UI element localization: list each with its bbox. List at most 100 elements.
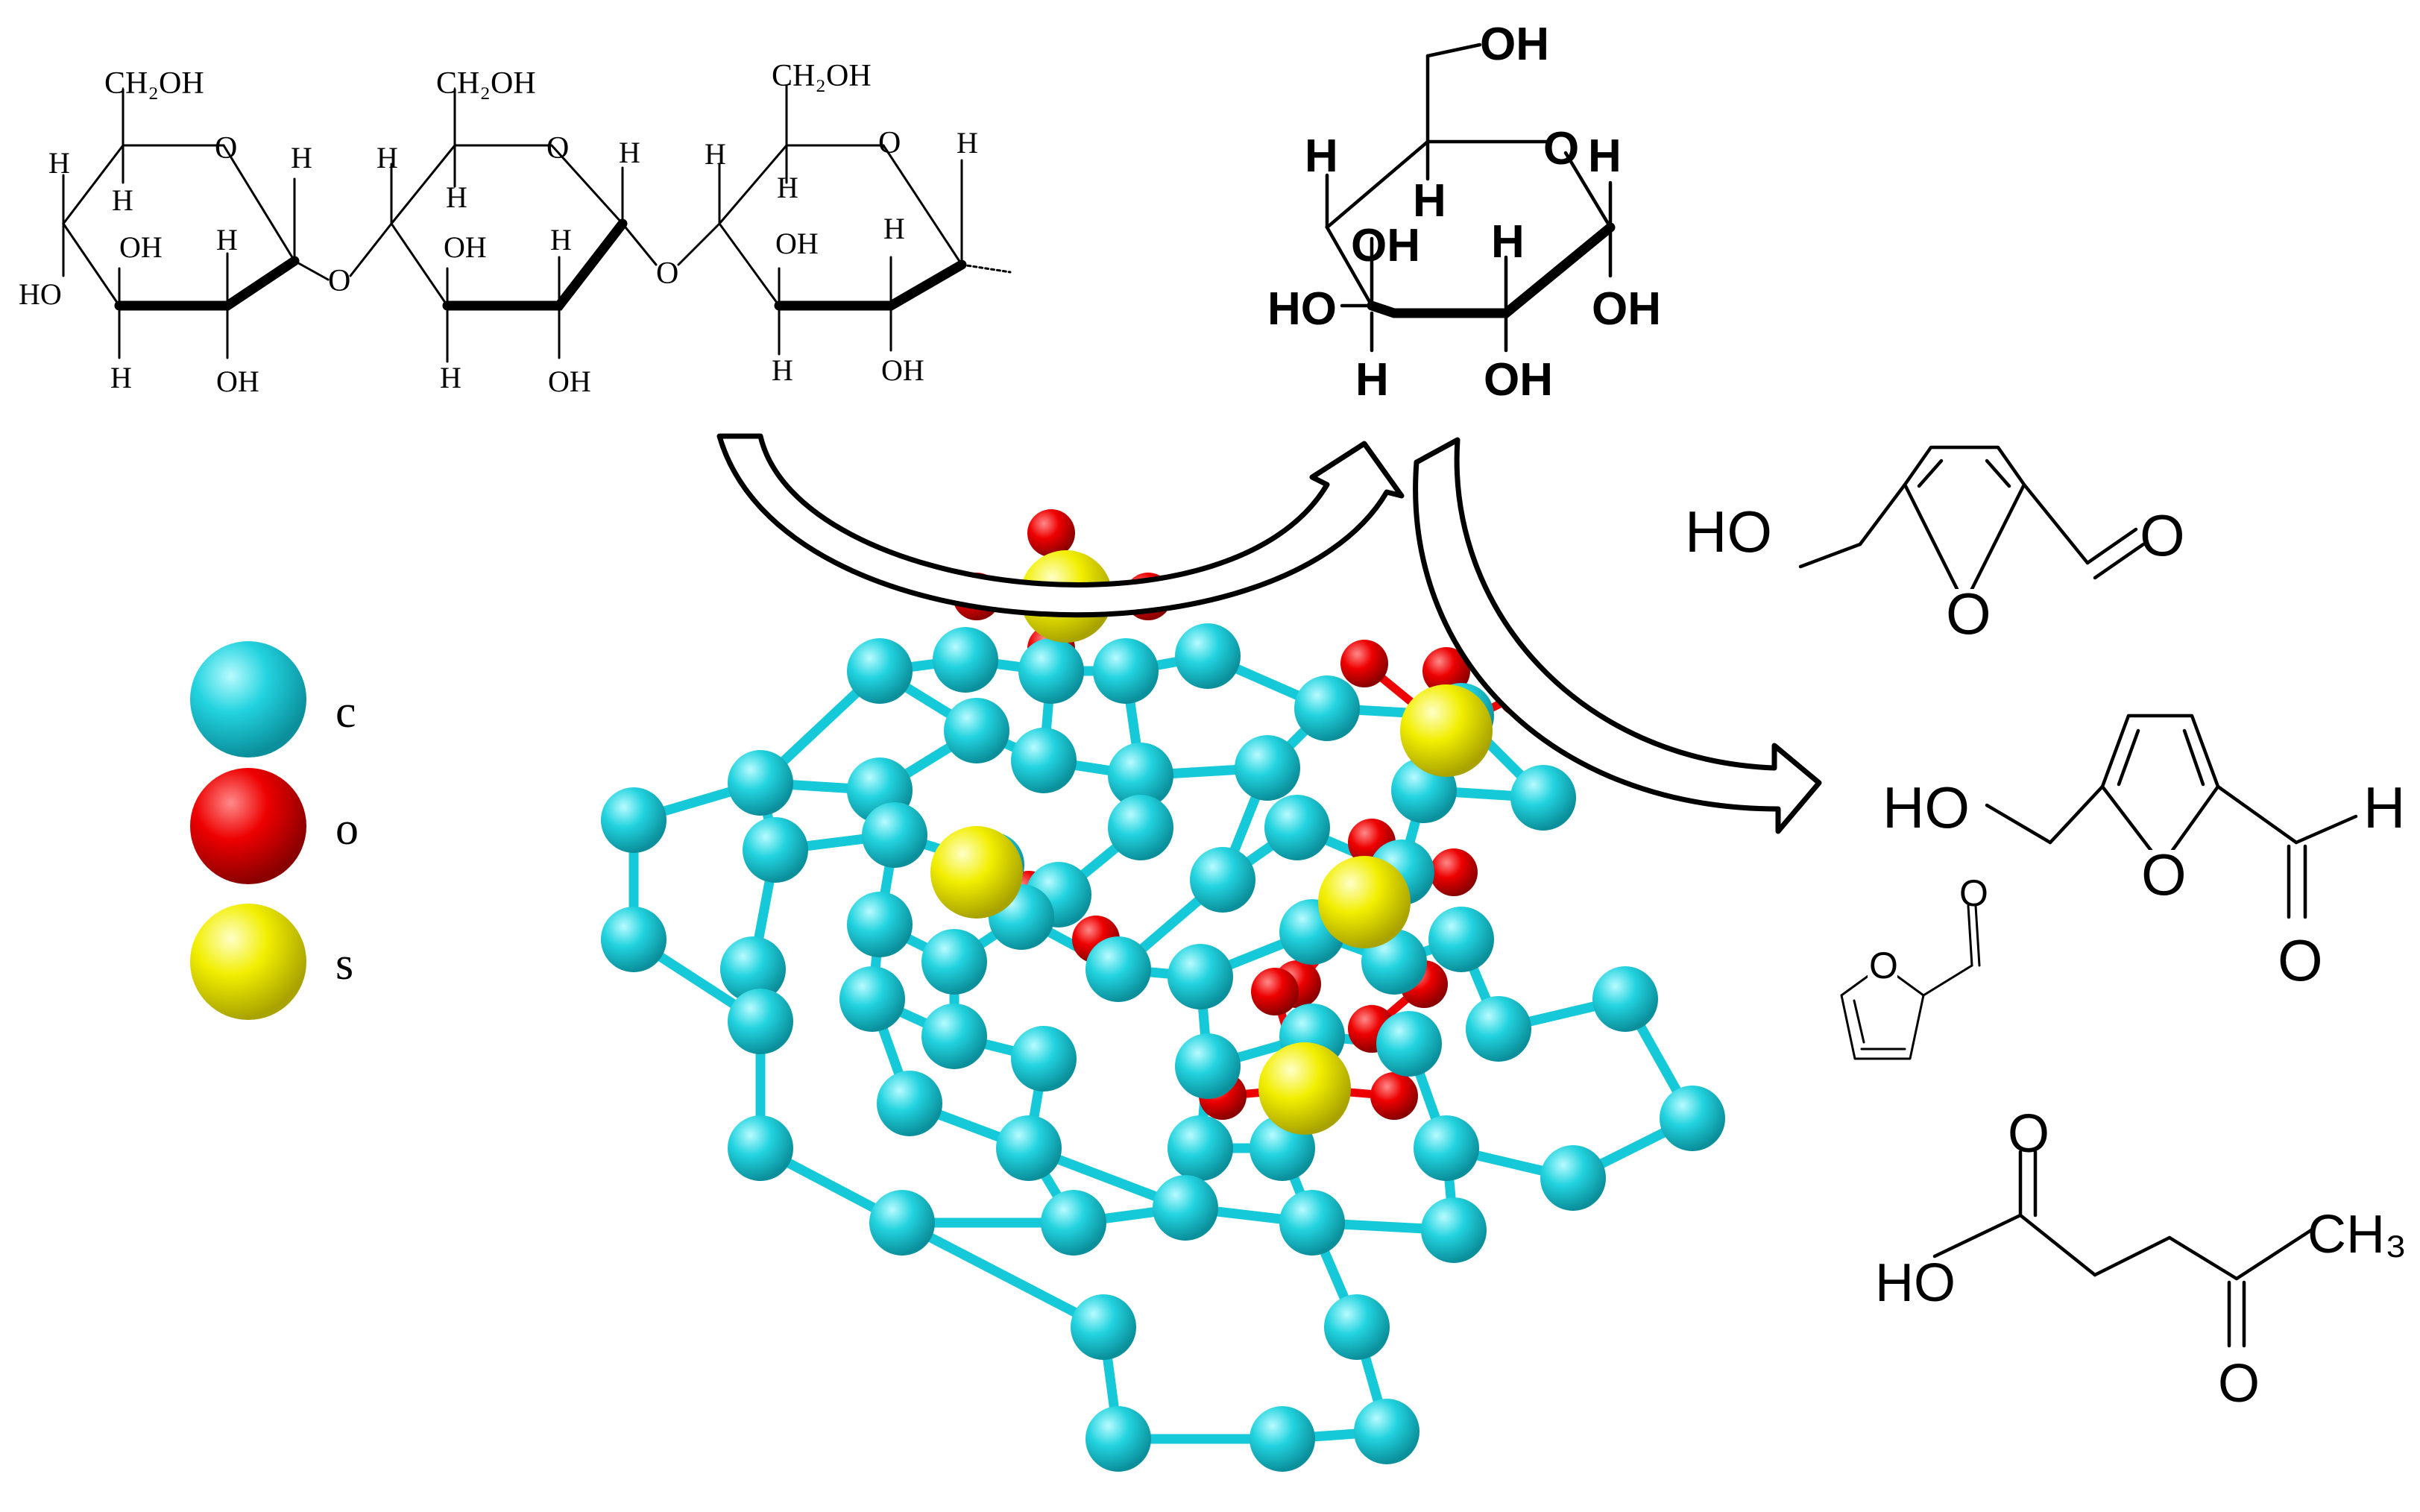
- cellulose-ring-1: [62, 88, 393, 359]
- levulinic-acid-structure: HO O CH₃ O: [1875, 1104, 2407, 1414]
- carbon-atom: [1428, 907, 1494, 972]
- ho-label: HO: [19, 277, 62, 311]
- sulfur-atom: [1400, 684, 1493, 777]
- carbon-atom: [1235, 735, 1300, 801]
- carbon-atom: [921, 929, 987, 995]
- carbon-atom: [1421, 1197, 1487, 1263]
- h-label: H: [291, 141, 312, 174]
- carbon-atom: [601, 907, 667, 972]
- oxygen-atom: [1251, 968, 1299, 1015]
- ring-o-label: O: [1543, 123, 1579, 174]
- h-label: H: [110, 361, 132, 394]
- reaction-arrows: [716, 433, 1822, 834]
- carbon-carbon-bond: [897, 1218, 1109, 1332]
- sulfur-atom: [1318, 856, 1411, 948]
- carbon-atom: [1085, 936, 1151, 1002]
- ketone-o-label: O: [2218, 1354, 2260, 1414]
- atoms: [601, 509, 1725, 1472]
- h-label: H: [1355, 354, 1389, 406]
- carbon-atom: [1294, 675, 1360, 741]
- ring-o-label: O: [2141, 842, 2187, 907]
- carbon-atom: [728, 1115, 793, 1181]
- carbon-atom: [1264, 795, 1330, 860]
- carbon-atom: [1250, 1406, 1315, 1472]
- ch2oh-label: CH₂OH: [104, 66, 204, 101]
- oxygen-atom: [1340, 640, 1388, 687]
- h-label: H: [957, 126, 978, 160]
- oh-label: OH: [775, 227, 819, 260]
- carbon-atom: [1175, 623, 1241, 689]
- sulfur-atom: [930, 826, 1023, 919]
- carbon-atom: [1153, 1175, 1218, 1241]
- furfural-structure: O O: [1840, 872, 1988, 1060]
- carbon-atom: [1324, 1294, 1390, 1360]
- oh-label: OH: [119, 230, 163, 264]
- carbon-atom: [728, 750, 793, 816]
- ho-label: HO: [1267, 283, 1337, 335]
- carbon-atom: [869, 1190, 935, 1256]
- carbon-atom: [1168, 1115, 1233, 1181]
- cellulose-chain-structure: CH₂OH O H H H OH H HO H OH O CH₂OH O H: [19, 59, 1012, 398]
- h-label: H: [112, 183, 133, 217]
- acid-o-label: O: [2008, 1104, 2049, 1164]
- carbon-atom: [933, 627, 998, 693]
- glycosidic-o-label: O: [328, 264, 350, 298]
- carbon-atom: [728, 989, 793, 1054]
- ch3-label: CH₃: [2307, 1205, 2407, 1264]
- carbon-atom: [720, 936, 786, 1002]
- carbon-atom: [1190, 847, 1255, 913]
- h-label: H: [1491, 216, 1525, 268]
- h-label: H: [1305, 130, 1338, 182]
- h-label: H: [550, 223, 572, 256]
- carbon-atom: [1414, 1115, 1479, 1181]
- ho-label: HO: [1882, 775, 1970, 840]
- aldehyde-h-label: H: [2363, 775, 2405, 840]
- legend-carbon-sphere: [190, 641, 306, 757]
- h-label: H: [705, 137, 726, 171]
- h-label: H: [446, 180, 467, 214]
- carbon-atom: [921, 1004, 987, 1069]
- carbon-atom: [877, 1071, 942, 1136]
- h-label: H: [619, 136, 640, 169]
- carbon-atom: [601, 787, 667, 853]
- oh-label: OH: [1351, 220, 1420, 271]
- h-label: H: [216, 223, 238, 256]
- hydrolysis-arrow: [716, 433, 1405, 618]
- aldehyde-o-label: O: [2278, 927, 2323, 993]
- carbon-atom: [1011, 728, 1077, 793]
- legend-oxygen-sphere: [190, 768, 306, 884]
- ho-label: HO: [1875, 1253, 1956, 1313]
- carbon-atom: [847, 638, 913, 704]
- carbon-atom: [1354, 1399, 1419, 1464]
- legend-sulfur-label: s: [335, 939, 353, 989]
- h-label: H: [777, 171, 798, 204]
- ring-o-label: O: [1946, 581, 1991, 646]
- carbon-atom: [1175, 1033, 1241, 1099]
- ch2oh-label: CH₂OH: [772, 59, 872, 93]
- carbon-atom: [1540, 1145, 1606, 1211]
- oxygen-atom: [1370, 1072, 1418, 1120]
- oh-label: OH: [1480, 19, 1549, 70]
- ring-o-label: O: [1869, 945, 1898, 986]
- carbon-atom: [1279, 1190, 1345, 1256]
- sulfonated-carbon-catalyst-model: [601, 509, 1725, 1472]
- oh-label: OH: [881, 353, 924, 387]
- oh-label: OH: [1592, 283, 1661, 335]
- carbon-atom: [1108, 743, 1173, 808]
- cellulose-ring-3: [718, 84, 1012, 356]
- glycosidic-o-label: O: [656, 256, 678, 291]
- carbon-atom: [1085, 1406, 1151, 1472]
- aldehyde-o-label: O: [1959, 872, 1988, 914]
- sulfur-atom: [1258, 1042, 1351, 1135]
- atom-legend: c o s: [190, 641, 359, 1020]
- aldehyde-o-label: O: [2140, 503, 2185, 568]
- hmf-structure-a: HO O O: [1685, 445, 2185, 646]
- carbon-atom: [944, 698, 1009, 763]
- h-label: H: [1588, 130, 1622, 182]
- carbon-atom: [839, 966, 905, 1032]
- oxygen-atom: [1422, 647, 1470, 695]
- carbon-atom: [847, 892, 913, 957]
- h-label: H: [48, 146, 70, 180]
- h-label: H: [1413, 175, 1446, 227]
